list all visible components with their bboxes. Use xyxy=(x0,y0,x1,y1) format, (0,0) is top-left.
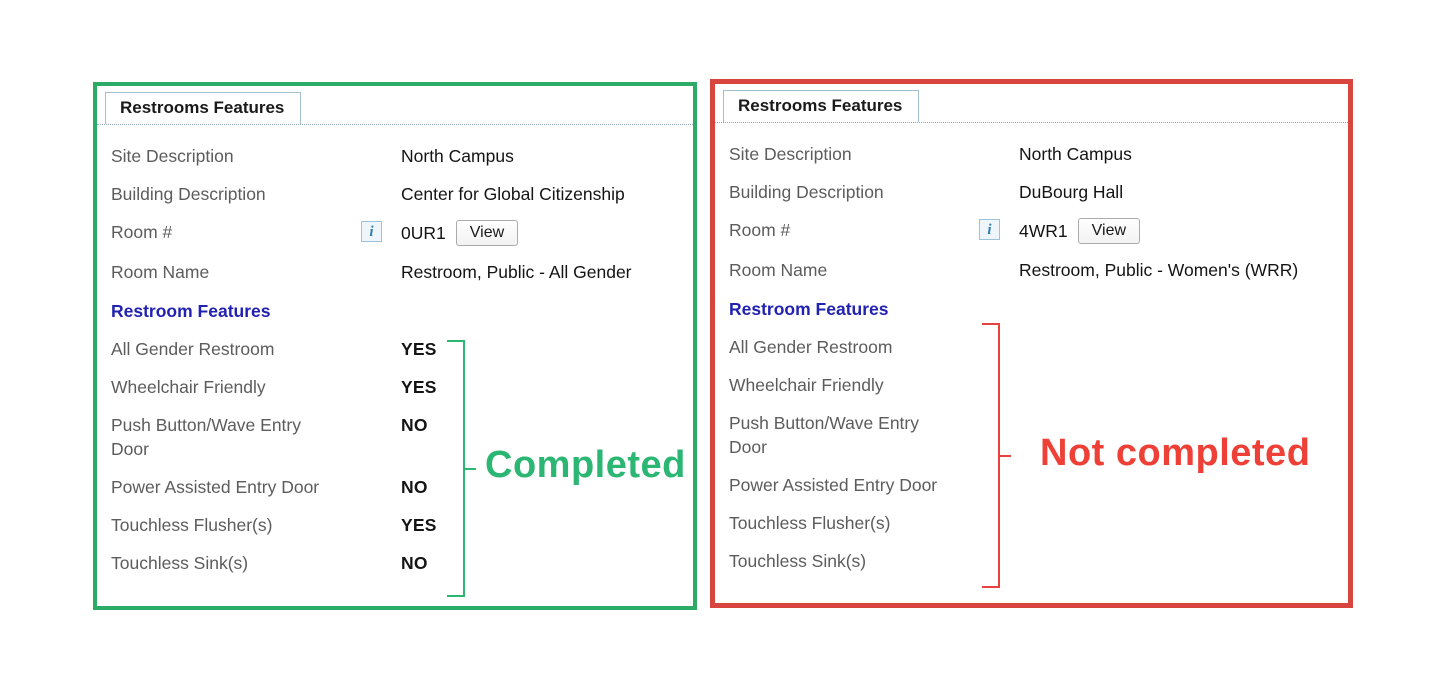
restroom-features-heading: Restroom Features xyxy=(729,299,889,319)
feature-label: Power Assisted Entry Door xyxy=(111,477,320,497)
room-name-row: Room Name Restroom, Public - All Gender xyxy=(111,253,693,291)
room-number-row: Room # i 0UR1 View xyxy=(111,213,693,253)
feature-row: Push Button/Wave Entry Door NO xyxy=(111,406,693,468)
feature-label: Wheelchair Friendly xyxy=(729,375,884,395)
bracket-tick xyxy=(465,467,476,470)
field-value: North Campus xyxy=(1019,144,1132,164)
completed-panel: Restrooms Features Site Description Nort… xyxy=(93,82,697,610)
restroom-features-heading: Restroom Features xyxy=(111,301,271,321)
field-label: Building Description xyxy=(729,182,884,202)
site-description-row: Site Description North Campus xyxy=(729,135,1348,173)
feature-row: Touchless Flusher(s) YES xyxy=(111,506,693,544)
feature-value: YES xyxy=(401,515,437,535)
feature-row: Wheelchair Friendly xyxy=(729,366,1348,404)
room-number-value: 4WR1 xyxy=(1019,221,1068,241)
completed-label: Completed xyxy=(485,444,686,486)
not-completed-label: Not completed xyxy=(1040,432,1311,474)
tab-bar: Restrooms Features xyxy=(715,84,1348,123)
field-label: Building Description xyxy=(111,184,266,204)
feature-row: Push Button/Wave Entry Door xyxy=(729,404,1348,466)
feature-label: Push Button/Wave Entry Door xyxy=(111,415,301,459)
feature-label: Push Button/Wave Entry Door xyxy=(729,413,919,457)
feature-row: Power Assisted Entry Door xyxy=(729,466,1348,504)
feature-label: Power Assisted Entry Door xyxy=(729,475,938,495)
building-description-row: Building Description DuBourg Hall xyxy=(729,173,1348,211)
room-name-row: Room Name Restroom, Public - Women's (WR… xyxy=(729,251,1348,289)
field-label: Room Name xyxy=(111,262,210,282)
feature-row: All Gender Restroom YES xyxy=(111,330,693,368)
field-label: Room Name xyxy=(729,260,828,280)
bracket-tick xyxy=(1000,454,1011,457)
field-value: DuBourg Hall xyxy=(1019,182,1124,202)
form-fields: Site Description North Campus Building D… xyxy=(715,123,1348,580)
tab-bar: Restrooms Features xyxy=(97,86,693,125)
completed-bracket xyxy=(447,340,476,597)
view-button[interactable]: View xyxy=(455,220,519,246)
view-button[interactable]: View xyxy=(1077,218,1141,244)
field-label: Site Description xyxy=(729,144,852,164)
feature-row: Touchless Flusher(s) xyxy=(729,504,1348,542)
feature-value: YES xyxy=(401,377,437,397)
feature-value: NO xyxy=(401,415,428,435)
feature-label: Wheelchair Friendly xyxy=(111,377,266,397)
not-completed-panel: Restrooms Features Site Description Nort… xyxy=(710,79,1353,608)
feature-value: NO xyxy=(401,477,428,497)
feature-row: Power Assisted Entry Door NO xyxy=(111,468,693,506)
tab-restrooms-features[interactable]: Restrooms Features xyxy=(105,92,302,124)
field-value: Center for Global Citizenship xyxy=(401,184,625,204)
feature-label: Touchless Sink(s) xyxy=(111,553,249,573)
feature-label: All Gender Restroom xyxy=(729,337,893,357)
info-icon[interactable]: i xyxy=(361,221,382,242)
site-description-row: Site Description North Campus xyxy=(111,137,693,175)
room-number-row: Room # i 4WR1 View xyxy=(729,211,1348,251)
feature-label: All Gender Restroom xyxy=(111,339,275,359)
feature-row: Wheelchair Friendly YES xyxy=(111,368,693,406)
info-icon[interactable]: i xyxy=(979,219,1000,240)
not-completed-bracket xyxy=(982,323,1011,588)
field-label: Site Description xyxy=(111,146,234,166)
feature-value: NO xyxy=(401,553,428,573)
tab-restrooms-features[interactable]: Restrooms Features xyxy=(723,90,920,122)
feature-row: All Gender Restroom xyxy=(729,328,1348,366)
feature-label: Touchless Flusher(s) xyxy=(729,513,891,533)
field-value: Restroom, Public - Women's (WRR) xyxy=(1019,260,1299,280)
feature-row: Touchless Sink(s) NO xyxy=(111,544,693,582)
feature-row: Touchless Sink(s) xyxy=(729,542,1348,580)
room-number-value: 0UR1 xyxy=(401,223,446,243)
building-description-row: Building Description Center for Global C… xyxy=(111,175,693,213)
field-value: Restroom, Public - All Gender xyxy=(401,262,632,282)
feature-label: Touchless Flusher(s) xyxy=(111,515,273,535)
form-fields: Site Description North Campus Building D… xyxy=(97,125,693,582)
field-label: Room # xyxy=(729,220,791,240)
feature-label: Touchless Sink(s) xyxy=(729,551,867,571)
feature-value: YES xyxy=(401,339,437,359)
field-label: Room # xyxy=(111,222,173,242)
field-value: North Campus xyxy=(401,146,514,166)
